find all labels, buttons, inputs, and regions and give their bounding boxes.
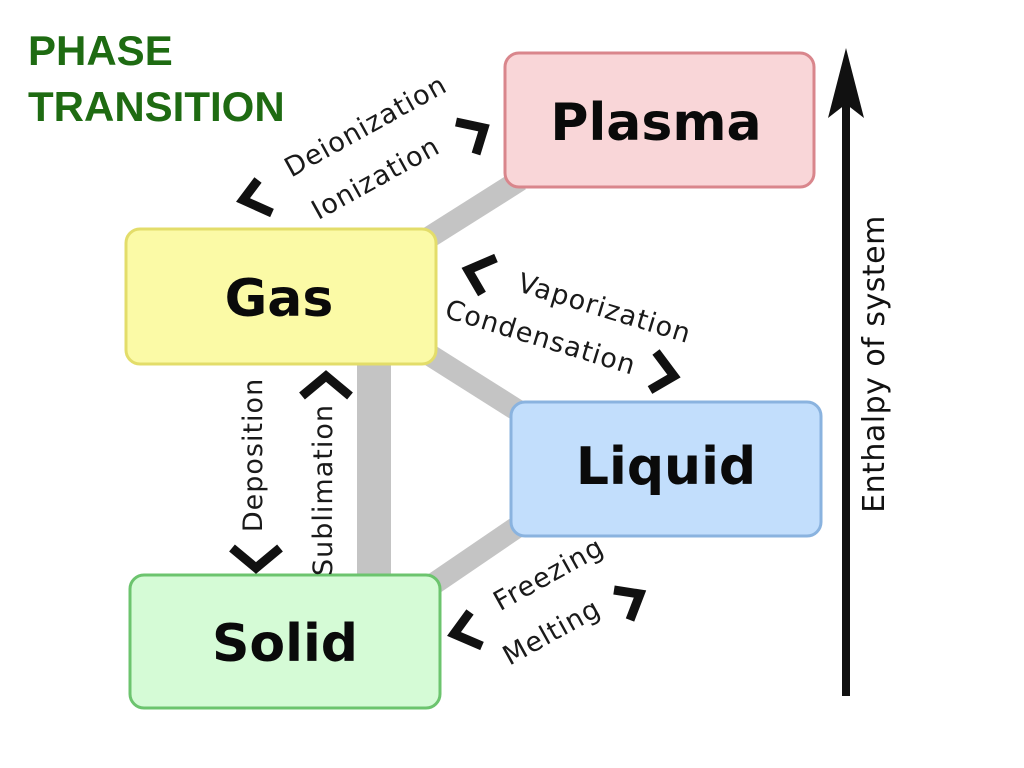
solid-box	[128, 573, 442, 710]
transition-gas-solid: Deposition Sublimation	[229, 370, 353, 576]
connectors	[357, 170, 527, 595]
solid-label: Solid	[212, 614, 358, 674]
state-solid: Solid	[128, 573, 442, 710]
transition-gas-plasma: Deionization Ionization	[236, 69, 490, 226]
gas-label: Gas	[225, 269, 334, 329]
state-gas: Gas	[124, 227, 438, 366]
enthalpy-axis: Enthalpy of system	[828, 48, 892, 696]
title-line-1: PHASE	[28, 27, 173, 74]
state-liquid: Liquid	[509, 400, 823, 538]
arrowhead-toward-liquid-from-solid-icon	[613, 585, 647, 622]
arrowhead-toward-gas-from-solid-icon	[299, 370, 353, 400]
connector-liquid-solid	[425, 515, 527, 595]
liquid-box	[509, 400, 823, 538]
connector-gas-liquid	[419, 342, 526, 422]
arrowhead-toward-gas-from-liquid-icon	[461, 253, 498, 297]
deposition-label: Deposition	[238, 378, 269, 532]
title-line-2: TRANSITION	[28, 83, 285, 130]
enthalpy-axis-label: Enthalpy of system	[857, 215, 892, 513]
gas-box	[124, 227, 438, 366]
arrowhead-toward-liquid-icon	[647, 349, 681, 394]
transition-gas-liquid: Vaporization Condensation	[441, 253, 695, 394]
arrowhead-toward-plasma-icon	[455, 117, 490, 156]
state-plasma: Plasma	[503, 51, 816, 189]
plasma-label: Plasma	[550, 93, 761, 153]
arrowhead-toward-solid-from-liquid-icon	[447, 609, 484, 651]
plasma-box	[503, 51, 816, 189]
sublimation-label: Sublimation	[308, 404, 339, 576]
arrowhead-toward-gas-icon	[236, 177, 274, 218]
arrow-up-icon	[828, 48, 864, 118]
liquid-label: Liquid	[576, 437, 756, 497]
arrowhead-toward-solid-icon	[229, 544, 283, 574]
connector-gas-plasma	[419, 170, 526, 250]
